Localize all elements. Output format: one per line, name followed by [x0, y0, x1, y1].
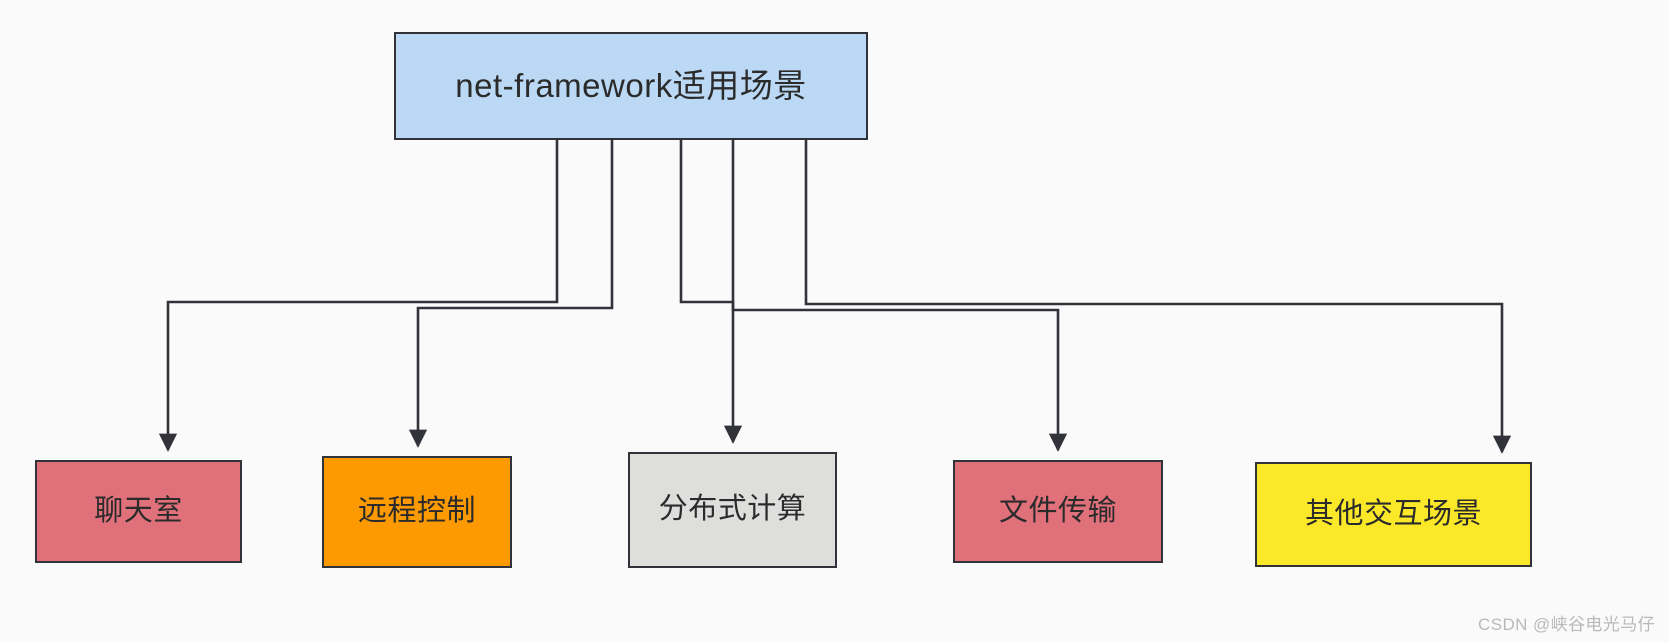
- node-other-interactive-scenarios[interactable]: 其他交互场景: [1255, 462, 1532, 567]
- node-distributed-computing[interactable]: 分布式计算: [628, 452, 837, 568]
- node-chat[interactable]: 聊天室: [35, 460, 242, 563]
- node-remote-control-label: 远程控制: [357, 495, 476, 528]
- node-root[interactable]: net-framework适用场景: [394, 32, 868, 140]
- edge-root-to-filetransfer: [731, 140, 1068, 452]
- node-chat-label: 聊天室: [94, 494, 183, 527]
- node-file-transfer[interactable]: 文件传输: [953, 460, 1163, 563]
- node-other-interactive-scenarios-label: 其他交互场景: [1304, 497, 1482, 530]
- edge-root-to-chat: [158, 140, 559, 452]
- edge-root-to-distributed: [679, 140, 743, 444]
- node-distributed-computing-label: 分布式计算: [658, 493, 807, 526]
- edge-root-to-remote: [408, 140, 614, 448]
- node-remote-control[interactable]: 远程控制: [322, 456, 512, 568]
- watermark: CSDN @峡谷电光马仔: [1478, 615, 1655, 634]
- node-file-transfer-label: 文件传输: [998, 494, 1117, 527]
- edge-root-to-other: [804, 140, 1512, 454]
- node-root-label: net-framework适用场景: [455, 67, 807, 105]
